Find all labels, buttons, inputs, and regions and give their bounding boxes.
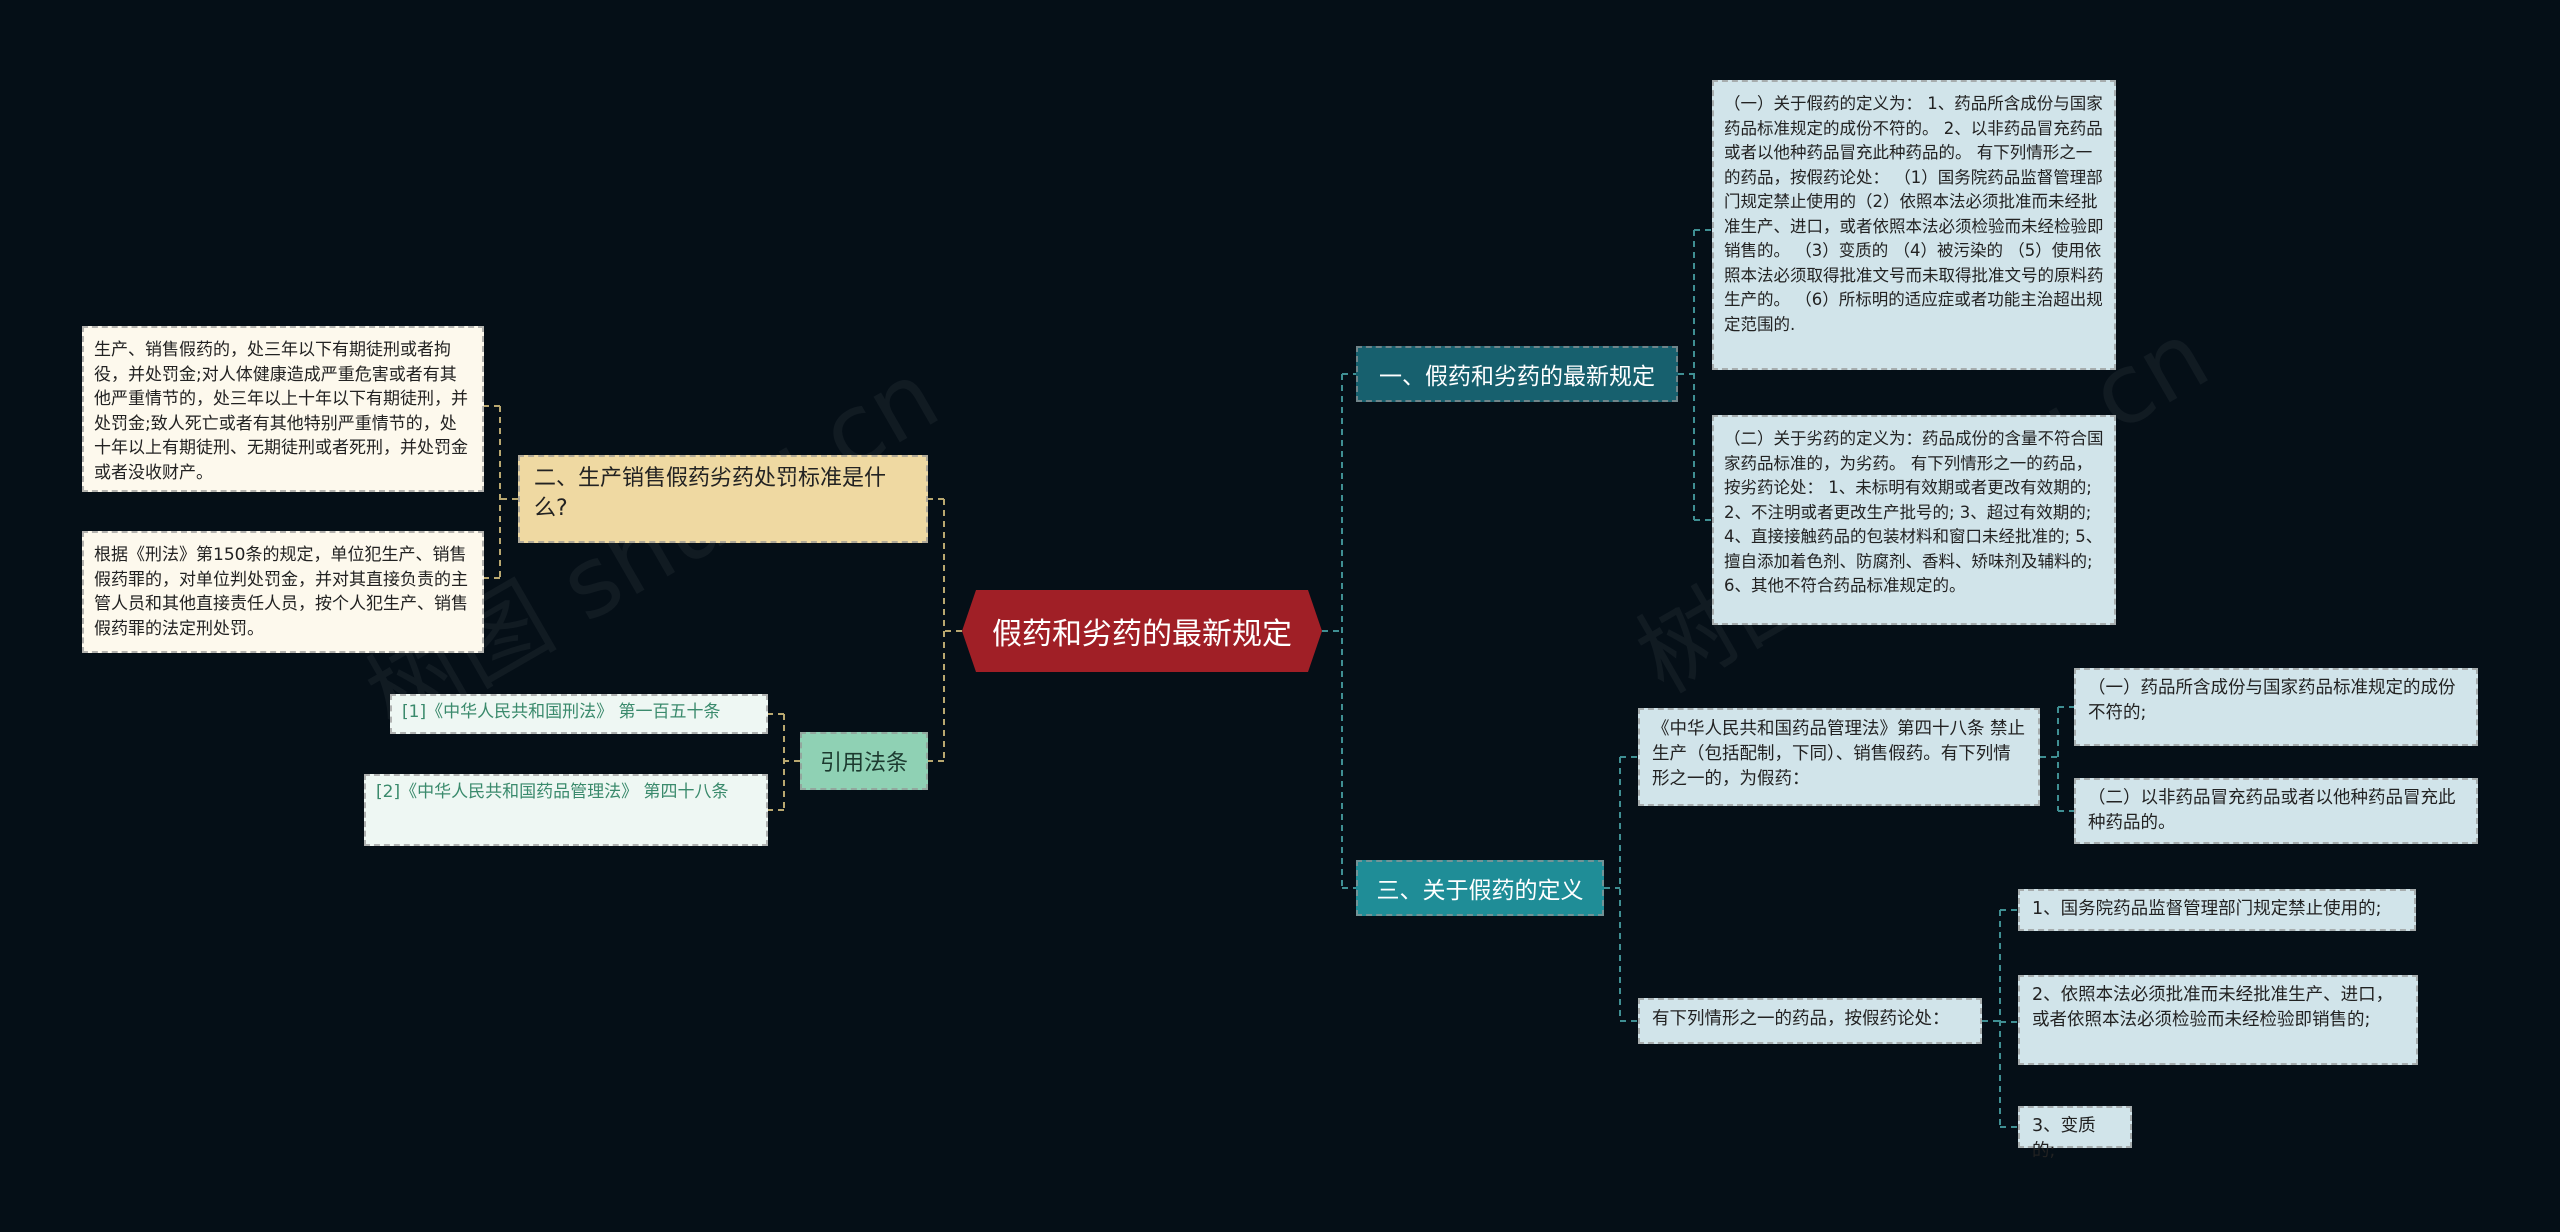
link-b3-spine [1604,757,1621,1021]
root-node[interactable]: 假药和劣药的最新规定 [962,590,1322,672]
branch-fake-drug-definition[interactable]: 三、关于假药的定义 [1356,860,1604,916]
item-deteriorated[interactable]: 3、变质的; [2018,1106,2132,1161]
root-label: 假药和劣药的最新规定 [992,617,1292,652]
branch-fake-inferior-drug-rules[interactable]: 一、假药和劣药的最新规定 [1356,346,1678,402]
link-b2-spine [499,406,518,578]
branch-label: 一、假药和劣药的最新规定 [1379,364,1655,390]
link-cite-spine [783,714,800,810]
leaf-fake-drug-definition[interactable]: （一）关于假药的定义为： 1、药品所含成份与国家药品标准规定的成份不符的。 2、… [1712,80,2116,370]
link-cite-items [768,713,784,811]
branch-penalty-standard[interactable]: 二、生产销售假药劣药处罚标准是什么? [518,455,928,543]
link-subb-items [2000,909,2018,1128]
leaf-unit-penalty[interactable]: 根据《刑法》第150条的规定，单位犯生产、销售假药罪的，对单位判处罚金，并对其直… [82,531,484,653]
sub-drug-admin-law-art48[interactable]: 《中华人民共和国药品管理法》第四十八条 禁止生产（包括配制，下同）、销售假药。有… [1638,708,2040,806]
cite-drug-admin-law[interactable]: [2]《中华人民共和国药品管理法》 第四十八条 [364,774,768,846]
item-ingredient-mismatch[interactable]: （一）药品所含成份与国家药品标准规定的成份不符的; [2074,668,2478,746]
item-non-drug-impersonation[interactable]: （二）以非药品冒充药品或者以他种药品冒充此种药品的。 [2074,778,2478,844]
link-b2-leaves [484,405,500,579]
leaf-inferior-drug-definition[interactable]: （二）关于劣药的定义为：药品成份的含量不符合国家药品标准的，为劣药。 有下列情形… [1712,415,2116,625]
sub-treated-as-fake[interactable]: 有下列情形之一的药品，按假药论处： [1638,998,1982,1044]
branch-label: 三、关于假药的定义 [1376,878,1584,904]
leaf-individual-penalty[interactable]: 生产、销售假药的，处三年以下有期徒刑或者拘役，并处罚金;对人体健康造成严重危害或… [82,326,484,492]
link-suba-items [2058,706,2074,812]
link-b1-spine [1678,230,1695,520]
branch-label: 二、生产销售假药劣药处罚标准是什么? [534,466,887,521]
cite-criminal-law[interactable]: [1]《中华人民共和国刑法》 第一百五十条 [390,694,768,734]
item-unapproved-production[interactable]: 2、依照本法必须批准而未经批准生产、进口，或者依照本法必须检验而未经检验即销售的… [2018,975,2418,1065]
link-subb-spine [1982,910,2001,1127]
link-suba-spine [2040,707,2059,811]
branch-cited-laws[interactable]: 引用法条 [800,732,928,790]
item-banned-by-authority[interactable]: 1、国务院药品监督管理部门规定禁止使用的; [2018,889,2416,931]
branch-label: 引用法条 [819,751,908,776]
